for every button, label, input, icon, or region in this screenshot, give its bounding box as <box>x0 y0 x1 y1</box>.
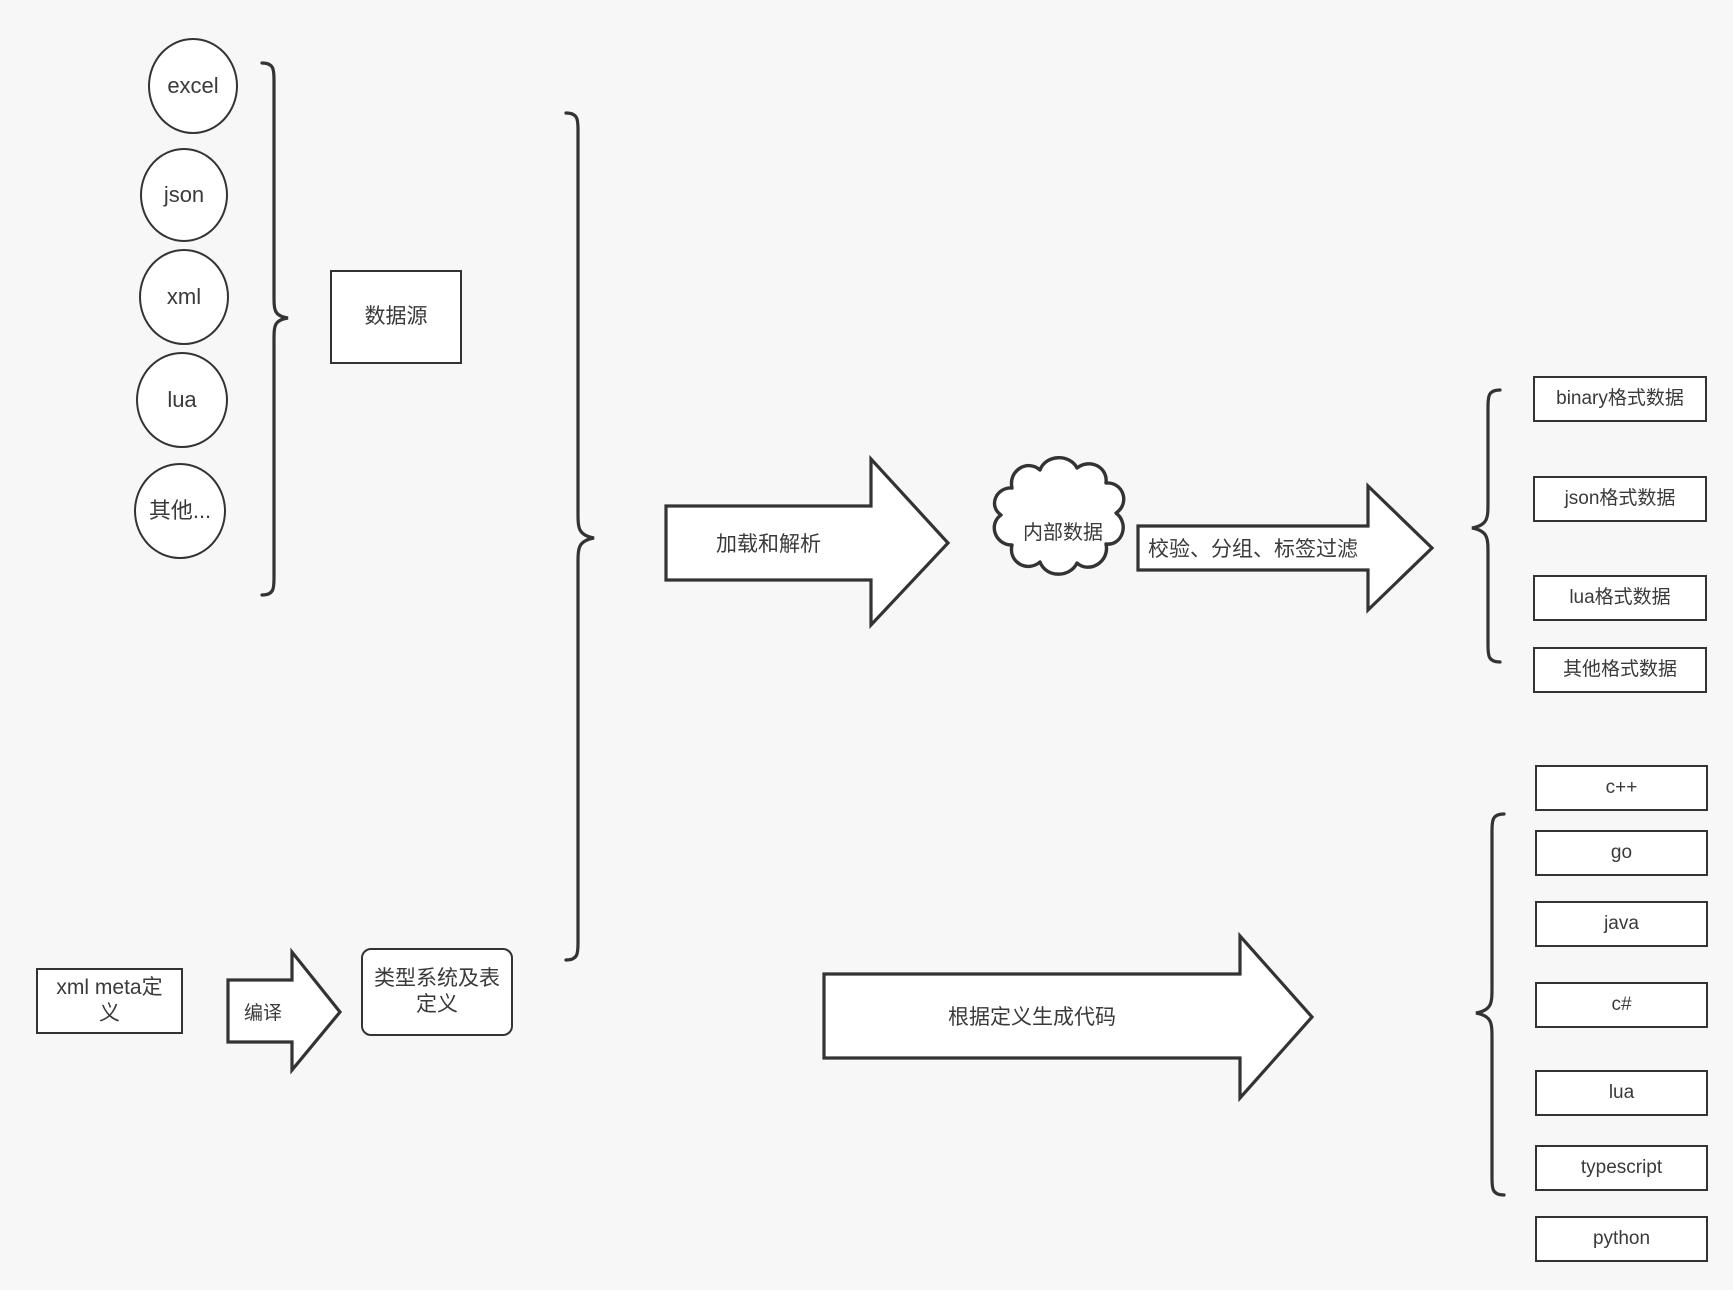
source-node-lua[interactable]: lua <box>136 352 228 448</box>
source-label-xml: xml <box>166 284 202 310</box>
load-parse-arrow-label: 加载和解析 <box>666 506 871 580</box>
source-node-xml[interactable]: xml <box>139 249 229 345</box>
output-language-java[interactable]: java <box>1535 901 1708 947</box>
xml-meta-definition-label: xml meta定义 <box>56 975 163 1025</box>
internal-data-cloud-shape <box>992 456 1126 576</box>
source-node-excel[interactable]: excel <box>148 38 238 134</box>
source-label-excel: excel <box>167 73 219 99</box>
filter-arrow-label: 校验、分组、标签过滤 <box>1138 526 1368 570</box>
load-parse-text: 加载和解析 <box>716 533 821 556</box>
output-language-label-java: java <box>1604 913 1639 935</box>
output-format-label-lua: lua格式数据 <box>1569 587 1671 609</box>
xml-meta-definition-box[interactable]: xml meta定义 <box>36 968 183 1034</box>
internal-data-text: 内部数据 <box>1023 521 1103 544</box>
output-format-label-other: 其他格式数据 <box>1562 659 1677 681</box>
data-source-box[interactable]: 数据源 <box>330 270 462 364</box>
output-language-typescript[interactable]: typescript <box>1535 1145 1708 1191</box>
compile-text: 编译 <box>243 1002 282 1024</box>
output-language-label-python: python <box>1592 1228 1651 1250</box>
source-label-lua: lua <box>167 387 197 413</box>
sources-brace <box>260 61 289 597</box>
output-format-other[interactable]: 其他格式数据 <box>1533 647 1707 693</box>
source-node-other[interactable]: 其他... <box>134 463 226 559</box>
output-language-label-cpp: c++ <box>1605 777 1638 799</box>
output-language-cpp[interactable]: c++ <box>1535 765 1708 811</box>
codegen-arrow-label: 根据定义生成代码 <box>824 974 1240 1058</box>
internal-data-label: 内部数据 <box>1000 500 1126 560</box>
output-language-lua[interactable]: lua <box>1535 1070 1708 1116</box>
data-source-label: 数据源 <box>364 304 428 328</box>
filter-text: 校验、分组、标签过滤 <box>1148 538 1358 561</box>
load-parse-arrow-shape <box>664 454 951 630</box>
output-language-label-typescript: typescript <box>1580 1157 1663 1179</box>
output-format-json[interactable]: json格式数据 <box>1533 476 1707 522</box>
output-language-csharp[interactable]: c# <box>1535 982 1708 1028</box>
source-label-other: 其他... <box>148 498 212 524</box>
source-node-json[interactable]: json <box>140 148 228 242</box>
output-format-label-binary: binary格式数据 <box>1556 388 1684 410</box>
pipeline-input-brace <box>564 111 595 962</box>
compile-arrow-shape <box>226 947 343 1075</box>
output-language-label-csharp: c# <box>1611 994 1632 1016</box>
language-brace <box>1475 812 1506 1197</box>
output-language-go[interactable]: go <box>1535 830 1708 876</box>
type-system-label: 类型系统及表定义 <box>374 966 500 1016</box>
type-system-box[interactable]: 类型系统及表定义 <box>361 948 513 1036</box>
source-label-json: json <box>163 182 205 208</box>
compile-arrow-label: 编译 <box>228 980 298 1042</box>
filter-arrow-shape <box>1136 482 1435 614</box>
output-format-lua[interactable]: lua格式数据 <box>1533 575 1707 621</box>
output-language-python[interactable]: python <box>1535 1216 1708 1262</box>
output-format-label-json: json格式数据 <box>1564 488 1676 510</box>
codegen-text: 根据定义生成代码 <box>948 1006 1116 1029</box>
output-language-label-go: go <box>1610 842 1633 864</box>
output-language-label-lua: lua <box>1608 1082 1635 1104</box>
output-format-binary[interactable]: binary格式数据 <box>1533 376 1707 422</box>
codegen-arrow-shape <box>822 931 1315 1103</box>
data-format-brace <box>1471 388 1502 664</box>
